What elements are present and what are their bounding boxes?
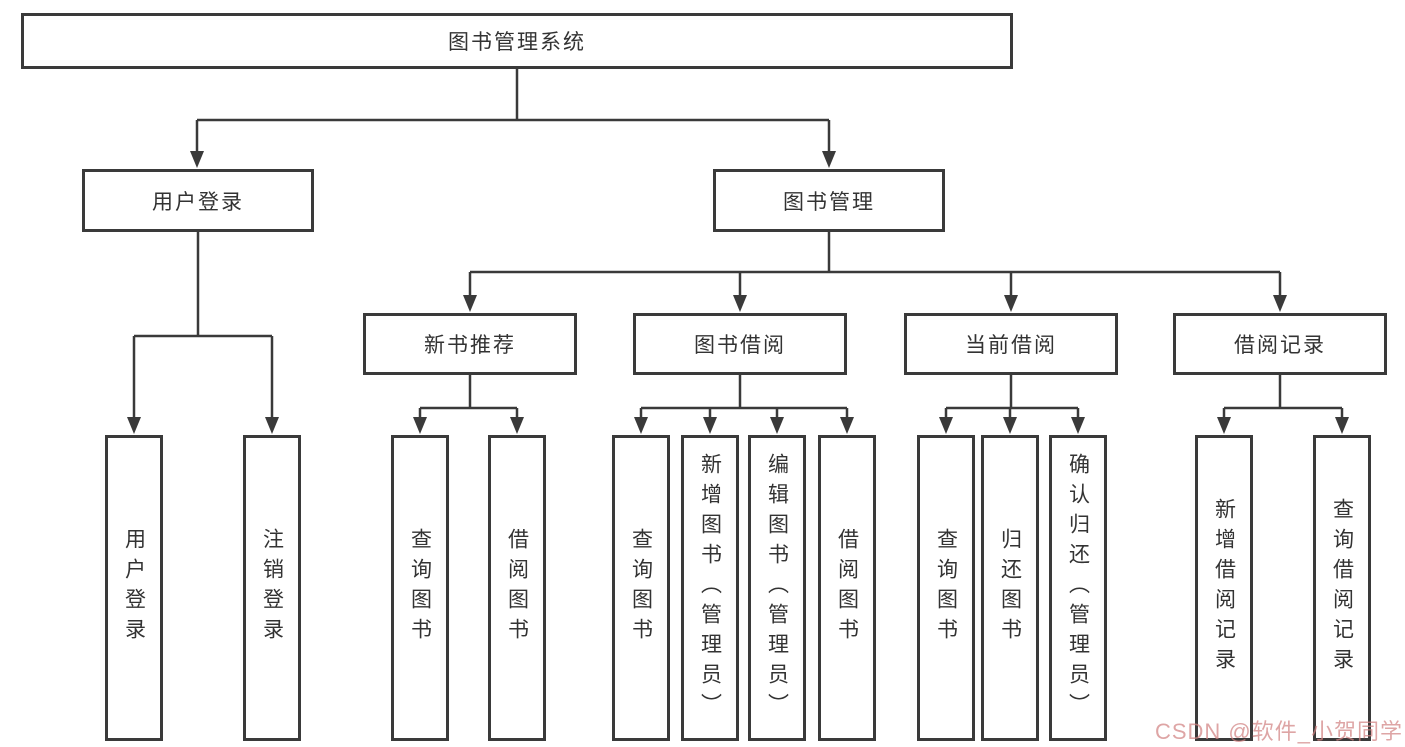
node-current-borrow: 当前借阅 [904, 313, 1118, 375]
leaf-add-books-admin-label: 新增图书（管理员） [698, 453, 722, 723]
leaf-logout-label: 注销登录 [260, 528, 284, 648]
node-borrow-records: 借阅记录 [1173, 313, 1387, 375]
node-current-borrow-label: 当前借阅 [965, 334, 1057, 357]
node-root-system-label: 图书管理系统 [448, 31, 586, 54]
node-user-login: 用户登录 [82, 169, 314, 232]
node-user-login-label: 用户登录 [152, 190, 244, 214]
leaf-add-borrow-record: 新增借阅记录 [1195, 435, 1253, 741]
leaf-current-query-books-label: 查询图书 [934, 528, 958, 648]
leaf-logout: 注销登录 [243, 435, 301, 741]
node-book-management-label: 图书管理 [783, 190, 875, 214]
node-new-book-recommend-label: 新书推荐 [424, 334, 516, 357]
leaf-query-borrow-record-label: 查询借阅记录 [1330, 498, 1354, 678]
leaf-user-login-label: 用户登录 [122, 528, 146, 648]
node-new-book-recommend: 新书推荐 [363, 313, 577, 375]
leaf-current-query-books: 查询图书 [917, 435, 975, 741]
leaf-recommend-query-books: 查询图书 [391, 435, 449, 741]
leaf-borrow-query-books-label: 查询图书 [629, 528, 653, 648]
leaf-add-borrow-record-label: 新增借阅记录 [1212, 498, 1236, 678]
leaf-edit-books-admin: 编辑图书（管理员） [748, 435, 806, 741]
leaf-borrow-books-label: 借阅图书 [835, 528, 859, 648]
node-root-system: 图书管理系统 [21, 13, 1013, 69]
leaf-borrow-query-books: 查询图书 [612, 435, 670, 741]
leaf-query-borrow-record: 查询借阅记录 [1313, 435, 1371, 741]
node-book-management: 图书管理 [713, 169, 945, 232]
leaf-confirm-return-admin-label: 确认归还（管理员） [1066, 453, 1090, 723]
leaf-edit-books-admin-label: 编辑图书（管理员） [765, 453, 789, 723]
leaf-confirm-return-admin: 确认归还（管理员） [1049, 435, 1107, 741]
leaf-return-books: 归还图书 [981, 435, 1039, 741]
node-book-borrow: 图书借阅 [633, 313, 847, 375]
leaf-add-books-admin: 新增图书（管理员） [681, 435, 739, 741]
node-borrow-records-label: 借阅记录 [1234, 334, 1326, 357]
node-book-borrow-label: 图书借阅 [694, 334, 786, 357]
leaf-return-books-label: 归还图书 [998, 528, 1022, 648]
leaf-recommend-query-books-label: 查询图书 [408, 528, 432, 648]
leaf-borrow-books: 借阅图书 [818, 435, 876, 741]
leaf-recommend-borrow-books-label: 借阅图书 [505, 528, 529, 648]
leaf-recommend-borrow-books: 借阅图书 [488, 435, 546, 741]
csdn-watermark: CSDN @软件_小贺同学 [1154, 719, 1403, 744]
leaf-user-login: 用户登录 [105, 435, 163, 741]
